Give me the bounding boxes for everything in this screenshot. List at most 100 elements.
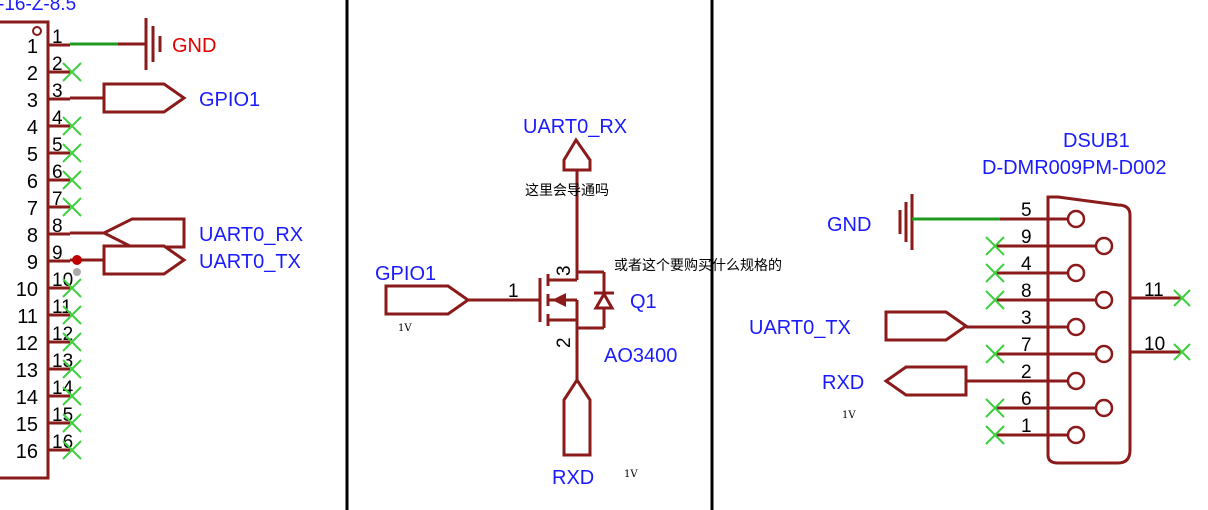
dsub-pin-hole-9: [1094, 236, 1114, 256]
dsub-pin-9: 9: [1021, 227, 1032, 248]
dsub-pin-6: 6: [1021, 389, 1032, 410]
ground-symbol-right: [898, 194, 914, 250]
uart0-tx-port-right: [884, 310, 969, 342]
uart0-tx-label-left: UART0_TX: [199, 251, 301, 273]
no-connect-mark-pin-16: [62, 440, 82, 460]
no-connect-mark-dsub-9: [985, 236, 1005, 256]
connector-inner-pin-6: 6: [52, 162, 63, 183]
rxd-port-mid: [562, 377, 592, 457]
no-connect-mark-dsub-7: [985, 344, 1005, 364]
dsub-pin-hole-6: [1094, 398, 1114, 418]
connector-inner-pin-10: 10: [52, 270, 73, 291]
dsub-pin-hole-7: [1094, 344, 1114, 364]
uart0-rx-label-left: UART0_RX: [199, 224, 303, 246]
no-connect-mark-pin-15: [62, 413, 82, 433]
connector-pin-5: 5: [27, 144, 38, 166]
dsub-body: [1046, 195, 1132, 465]
question-conduct: 这里会导通吗: [525, 182, 609, 199]
connector-pin-8: 8: [27, 225, 38, 247]
connector-inner-pin-13: 13: [52, 351, 73, 372]
gate-pin-number: 1: [508, 281, 519, 302]
connector-inner-pin-15: 15: [52, 405, 73, 426]
mosfet-circuit: UART0_RX 这里会导通吗 或者这个要购买什么规格的 GPIO1 1V 1: [375, 116, 782, 489]
dsub-pin-hole-2: [1066, 371, 1086, 391]
no-connect-mark-pin-11: [62, 305, 82, 325]
voltage-mark-dsub: 1V: [842, 410, 856, 421]
connector-pin-3: 3: [27, 90, 38, 112]
uart0-rx-label-mid: UART0_RX: [523, 116, 627, 138]
connector-inner-pin-14: 14: [52, 378, 74, 399]
no-connect-mark-pin-2: [62, 62, 82, 82]
question-spec: 或者这个要购买什么规格的: [614, 257, 782, 274]
connector-inner-pin-4: 4: [52, 108, 63, 129]
dsub-pin-hole-3: [1066, 317, 1086, 337]
rxd-label-mid: RXD: [552, 467, 594, 489]
connector-pin-9: 9: [27, 252, 38, 274]
connector-inner-pin-5: 5: [52, 135, 63, 156]
pin-highlight-dot: [73, 268, 81, 276]
dsub-ref: DSUB1: [1063, 130, 1130, 152]
gpio1-port-mid: [384, 284, 471, 316]
no-connect-mark-dsub-4: [985, 263, 1005, 283]
gpio1-port-left: [102, 82, 187, 114]
dsub-pin-hole-8: [1094, 290, 1114, 310]
drain-pin-number: 3: [554, 265, 575, 276]
connector-pin-leads: [48, 43, 70, 452]
connector-body: [0, 20, 50, 480]
connector-inner-pin-1: 1: [52, 27, 63, 48]
voltage-mark-gate: 1V: [398, 323, 412, 334]
no-connect-mark-dsub-8: [985, 290, 1005, 310]
uart0-tx-label-right: UART0_TX: [749, 317, 851, 339]
dsub-pin-11: 11: [1144, 280, 1164, 301]
no-connect-mark-11: [1173, 289, 1191, 307]
connector-pin-10: 10: [16, 279, 38, 301]
dsub-part: D-DMR009PM-D002: [982, 157, 1167, 179]
junction-dot: [72, 255, 82, 265]
no-connect-mark-pin-5: [62, 143, 82, 163]
connector-pin-12: 12: [16, 333, 38, 355]
dsub-pin-4: 4: [1021, 254, 1032, 275]
dsub-pin-10: 10: [1144, 334, 1165, 355]
connector-pin-1: 1: [27, 36, 38, 58]
dsub-pin-5: 5: [1021, 200, 1032, 221]
no-connect-mark-10: [1173, 343, 1191, 361]
connector-inner-pin-2: 2: [52, 54, 63, 75]
connector-inner-pin-11: 11: [52, 297, 72, 318]
no-connect-mark-pin-13: [62, 359, 82, 379]
connector-inner-pin-3: 3: [52, 81, 63, 102]
connector-pin-16: 16: [16, 441, 38, 463]
connector-pin-2: 2: [27, 63, 38, 85]
no-connect-mark-pin-6: [62, 170, 82, 190]
gpio1-label-mid: GPIO1: [375, 263, 436, 285]
dsub-pin-7: 7: [1021, 335, 1032, 356]
no-connect-mark-dsub-6: [985, 398, 1005, 418]
connector-pin-14: 14: [16, 387, 38, 409]
dsub-pin-2: 2: [1021, 362, 1032, 383]
no-connect-mark-dsub-1: [985, 425, 1005, 445]
connector-inner-pin-8: 8: [52, 216, 63, 237]
no-connect-mark-pin-7: [62, 197, 82, 217]
uart0-tx-port-left: [102, 244, 187, 276]
connector-pin-4: 4: [27, 117, 38, 139]
connector-pin-7: 7: [27, 198, 38, 220]
gnd-label-right: GND: [827, 214, 871, 236]
nmos-transistor-symbol: [538, 262, 615, 380]
gnd-label-left: GND: [172, 35, 216, 57]
connector-part-label: -16-Z-8.5: [0, 0, 76, 15]
mosfet-value: AO3400: [604, 345, 677, 367]
voltage-mark-rxd: 1V: [624, 469, 638, 480]
connector-pin-6: 6: [27, 171, 38, 193]
no-connect-marks-left: [62, 62, 82, 460]
rxd-label-right: RXD: [822, 372, 864, 394]
rxd-port-right: [883, 365, 968, 397]
connector-inner-pin-12: 12: [52, 324, 73, 345]
dsub-pin-hole-4: [1066, 263, 1086, 283]
uart0-rx-port-left: [100, 217, 186, 249]
no-connect-mark-pin-10: [62, 278, 82, 298]
dsub-pin-3: 3: [1021, 308, 1032, 329]
no-connect-mark-pin-4: [62, 116, 82, 136]
